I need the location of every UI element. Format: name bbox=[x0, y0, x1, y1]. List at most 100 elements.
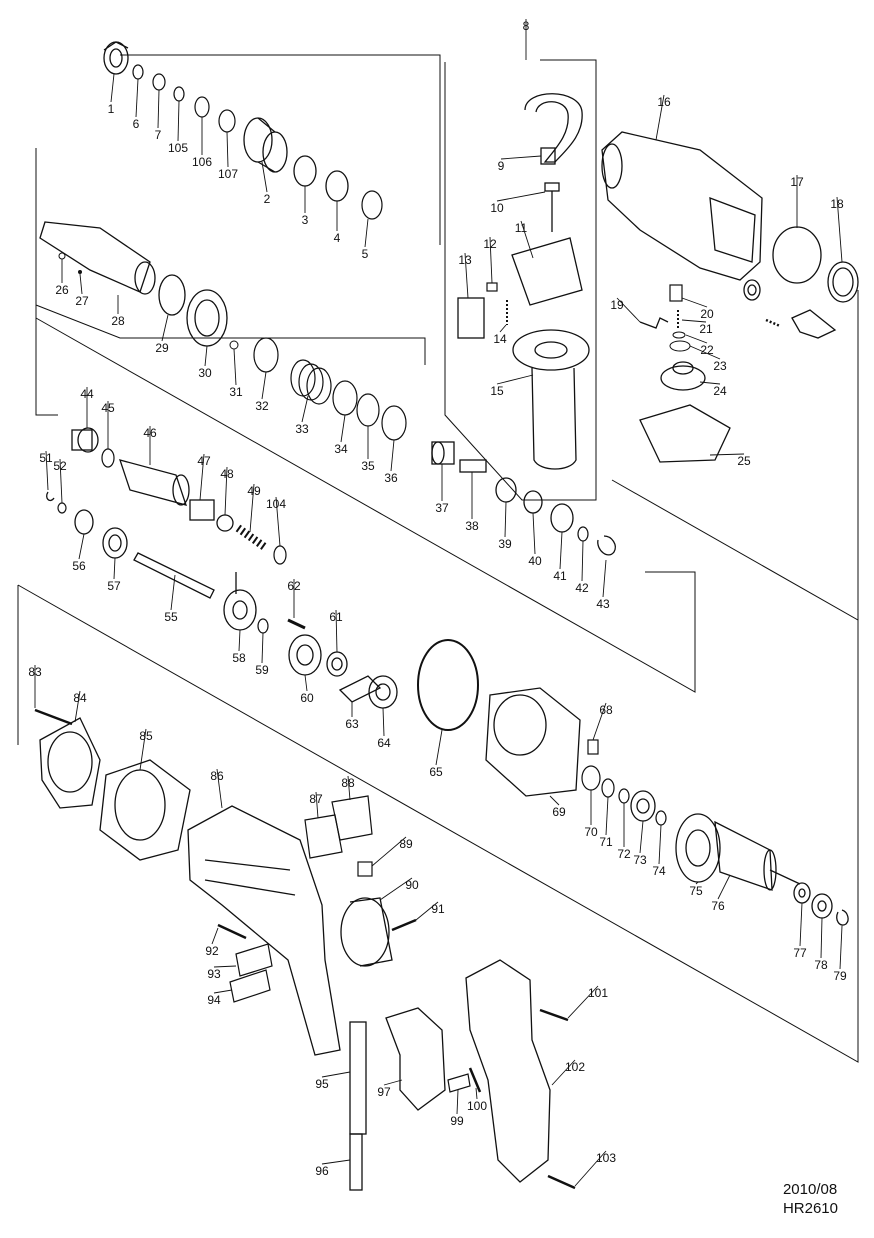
leader-line-10 bbox=[496, 191, 546, 202]
leader-line-75 bbox=[695, 881, 699, 885]
part-40-ring bbox=[523, 490, 543, 514]
part-68-pin bbox=[587, 739, 599, 755]
part-number-34: 34 bbox=[334, 442, 348, 456]
part-number-29: 29 bbox=[155, 341, 169, 355]
leader-line-101 bbox=[567, 985, 599, 1019]
part-7-ring bbox=[152, 73, 166, 91]
part-number-52: 52 bbox=[53, 459, 67, 473]
part-number-18: 18 bbox=[830, 197, 844, 211]
part-85-field bbox=[99, 759, 191, 861]
leader-line-34 bbox=[340, 414, 346, 443]
part-62-screw bbox=[287, 618, 306, 630]
part-38-pin bbox=[459, 459, 487, 473]
leader-line-92 bbox=[211, 927, 219, 945]
leader-line-93 bbox=[213, 965, 237, 968]
part-19-clip bbox=[639, 317, 669, 329]
part-number-9: 9 bbox=[498, 159, 505, 173]
part-number-77: 77 bbox=[793, 946, 807, 960]
leader-line-100 bbox=[475, 1087, 478, 1100]
leader-line-20 bbox=[681, 297, 708, 308]
leader-line-89 bbox=[371, 836, 407, 867]
leader-line-16 bbox=[655, 94, 665, 141]
part-number-57: 57 bbox=[107, 579, 121, 593]
part-number-63: 63 bbox=[345, 717, 359, 731]
part-88-label bbox=[331, 795, 373, 841]
part-number-7: 7 bbox=[155, 128, 162, 142]
part-number-27: 27 bbox=[75, 294, 89, 308]
part-100-screw bbox=[468, 1067, 482, 1093]
part-87-label bbox=[304, 814, 343, 859]
part-103-screw bbox=[547, 1174, 576, 1190]
part-34-ring bbox=[332, 380, 358, 416]
leader-line-48 bbox=[224, 466, 228, 516]
part-number-75: 75 bbox=[689, 884, 703, 898]
part-number-102: 102 bbox=[565, 1060, 585, 1074]
leader-line-78 bbox=[820, 917, 823, 959]
leader-line-12 bbox=[489, 236, 493, 284]
part-31-pins bbox=[229, 340, 239, 350]
part-number-93: 93 bbox=[207, 967, 221, 981]
part-94-label bbox=[229, 969, 271, 1003]
leader-line-105 bbox=[177, 100, 180, 142]
part-number-74: 74 bbox=[652, 864, 666, 878]
leader-line-5 bbox=[364, 218, 369, 248]
model-number: HR2610 bbox=[782, 1200, 838, 1217]
part-number-79: 79 bbox=[833, 969, 847, 983]
part-101-screw bbox=[539, 1008, 569, 1022]
part-number-46: 46 bbox=[143, 426, 157, 440]
part-92-screw bbox=[217, 923, 247, 940]
part-45-oring bbox=[101, 448, 115, 468]
part-10-bolt bbox=[544, 182, 560, 232]
part-16-gear-housing bbox=[601, 131, 763, 281]
part-number-103: 103 bbox=[596, 1151, 616, 1165]
part-number-94: 94 bbox=[207, 993, 221, 1007]
leader-line-19 bbox=[616, 297, 641, 323]
leader-line-73 bbox=[639, 820, 644, 854]
leader-line-18 bbox=[836, 196, 843, 263]
part-77-bearing bbox=[793, 882, 811, 904]
part-76-armature bbox=[714, 820, 801, 891]
part-number-86: 86 bbox=[210, 769, 224, 783]
part-91-screw bbox=[391, 918, 417, 932]
leader-line-9 bbox=[500, 155, 542, 160]
part-107-washer bbox=[218, 109, 236, 133]
part-32-washer bbox=[253, 337, 279, 373]
leader-line-47 bbox=[199, 453, 205, 501]
part-104-ring bbox=[273, 545, 287, 565]
part-number-6: 6 bbox=[133, 117, 140, 131]
part-number-21: 21 bbox=[699, 322, 713, 336]
part-number-106: 106 bbox=[192, 155, 212, 169]
part-18-ring bbox=[827, 261, 859, 303]
part-number-19: 19 bbox=[610, 298, 624, 312]
part-5-ring bbox=[361, 190, 383, 220]
part-number-99: 99 bbox=[450, 1114, 464, 1128]
part-75-fan bbox=[675, 813, 721, 883]
part-number-90: 90 bbox=[405, 878, 419, 892]
part-54-lever bbox=[791, 309, 837, 339]
part-number-72: 72 bbox=[617, 847, 631, 861]
part-number-31: 31 bbox=[229, 385, 243, 399]
part-number-3: 3 bbox=[302, 213, 309, 227]
leader-line-99 bbox=[456, 1089, 459, 1115]
part-number-26: 26 bbox=[55, 283, 69, 297]
leader-line-65 bbox=[435, 729, 443, 766]
leader-line-59 bbox=[261, 632, 264, 664]
part-number-76: 76 bbox=[711, 899, 725, 913]
leader-line-6 bbox=[135, 78, 139, 118]
part-number-70: 70 bbox=[584, 825, 598, 839]
part-number-37: 37 bbox=[435, 501, 449, 515]
part-number-4: 4 bbox=[334, 231, 341, 245]
leader-line-57 bbox=[113, 557, 116, 580]
part-53-spring bbox=[765, 318, 781, 328]
part-number-71: 71 bbox=[599, 835, 613, 849]
part-33-spring bbox=[290, 359, 332, 405]
leader-line-27 bbox=[79, 273, 83, 295]
leader-line-58 bbox=[238, 629, 241, 652]
leader-line-14 bbox=[499, 324, 507, 333]
leader-line-23 bbox=[689, 345, 721, 360]
part-96-cord-guard bbox=[349, 1133, 363, 1191]
part-1-chuck-cap bbox=[103, 41, 129, 75]
leader-line-55 bbox=[170, 574, 176, 611]
part-15-side-grip bbox=[512, 329, 590, 470]
part-71-ring bbox=[601, 778, 615, 798]
